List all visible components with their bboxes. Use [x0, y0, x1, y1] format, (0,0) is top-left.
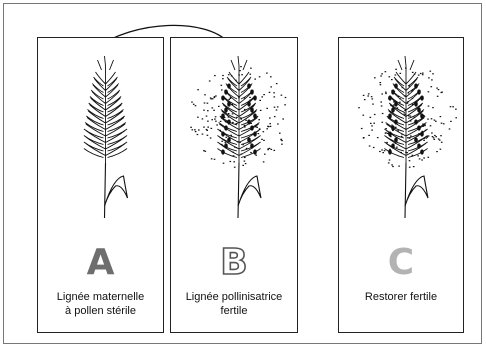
- panel-c-letter: C: [339, 245, 463, 281]
- panel-c: C Restorer fertile: [338, 37, 464, 333]
- panel-a-letter: A: [38, 245, 163, 281]
- panel-b-caption-line1: Lignée pollinisatrice: [171, 290, 297, 304]
- panel-b-caption-line2: fertile: [171, 304, 297, 318]
- wheat-plant-fertile-icon: [171, 38, 299, 238]
- panel-b-caption: Lignée pollinisatrice fertile: [171, 290, 297, 318]
- panel-a-caption: Lignée maternelle à pollen stérile: [38, 290, 163, 318]
- wheat-plant-restorer-icon: [339, 38, 465, 238]
- panel-c-caption: Restorer fertile: [339, 290, 463, 304]
- panel-c-caption-line1: Restorer fertile: [339, 290, 463, 304]
- panel-b-letter: B: [171, 245, 297, 281]
- panel-a-caption-line2: à pollen stérile: [38, 304, 163, 318]
- panel-b: B Lignée pollinisatrice fertile: [170, 37, 298, 333]
- wheat-plant-sterile-icon: [38, 38, 165, 238]
- panel-a-caption-line1: Lignée maternelle: [38, 290, 163, 304]
- panel-a: A Lignée maternelle à pollen stérile: [37, 37, 164, 333]
